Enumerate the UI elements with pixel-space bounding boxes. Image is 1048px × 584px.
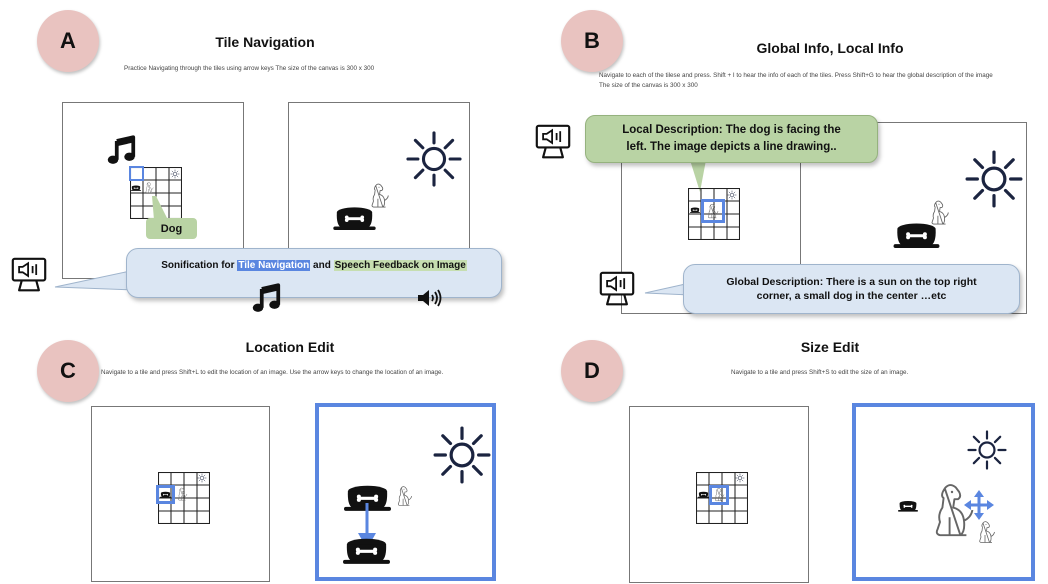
canvas-c-left [91,406,270,582]
global-description-bubble: Global Description: There is a sun on th… [683,264,1020,314]
dog-label: Dog [146,218,197,239]
monitor-speaker-icon [11,257,47,293]
panel-b-description-1: Navigate to each of the tilese and press… [599,72,993,79]
dog-bowl-icon [160,491,171,498]
selected-tile [129,166,144,181]
bubble-a-highlight-speech: Speech Feedback on Image [333,260,467,271]
dog-icon [706,203,719,219]
panel-b-description-2: The size of the canvas is 300 x 300 [599,82,698,89]
dog-bowl-icon [343,537,390,564]
bubble-a-prefix: Sonification for [161,260,238,271]
monitor-speaker-icon [599,271,635,307]
selected-tile [701,199,725,223]
selected-tile [156,485,175,504]
bubble-a-highlight-tile-navigation: Tile Navigation [237,260,311,271]
local-description-bubble: Local Description: The dog is facing the… [585,115,878,163]
local-bubble-pointer [690,160,706,192]
panel-c-description: Navigate to a tile and press Shift+L to … [101,369,444,376]
selected-tile [709,485,729,505]
panel-d-description: Navigate to a tile and press Shift+S to … [731,369,909,376]
sun-icon [962,147,1026,211]
panel-a-description: Practice Navigating through the tiles us… [124,65,375,72]
panel-a-title: Tile Navigation [215,34,315,50]
badge-a: A [37,10,99,72]
badge-b: B [561,10,623,72]
dog-bowl-icon [698,491,709,498]
sun-icon [403,128,465,190]
music-note-icon [252,283,282,313]
sun-icon [430,423,494,487]
dog-icon [713,487,725,502]
panel-b-title: Global Info, Local Info [756,40,904,56]
sun-icon [727,190,737,200]
dog-label-pointer [152,196,168,220]
monitor-speaker-icon [535,124,571,160]
sun-icon [170,169,180,179]
bubble-a-middle: and [310,260,334,271]
dog-icon [176,487,188,501]
dog-bowl-icon [333,206,376,230]
dog-bowl-icon [690,207,700,213]
sonification-bubble: Sonification for Tile Navigation and Spe… [126,248,502,298]
sun-icon [735,473,745,483]
music-note-icon [107,135,137,165]
badge-c: C [37,340,99,402]
dog-icon [144,181,154,194]
dog-icon [395,485,413,507]
dog-icon [976,520,996,544]
badge-d: D [561,340,623,402]
panel-c-title: Location Edit [245,339,335,355]
dog-bowl-icon [898,500,918,512]
dog-icon [368,182,390,209]
dog-icon [928,199,950,226]
panel-d-title: Size Edit [800,339,860,355]
speaker-icon [418,289,442,307]
sun-icon [197,473,207,483]
move-arrows-icon [964,490,994,520]
canvas-c-right-editing [315,403,496,581]
dog-bowl-icon [131,185,141,191]
bubble-a-pointer [54,269,136,291]
sun-icon [965,428,1009,472]
